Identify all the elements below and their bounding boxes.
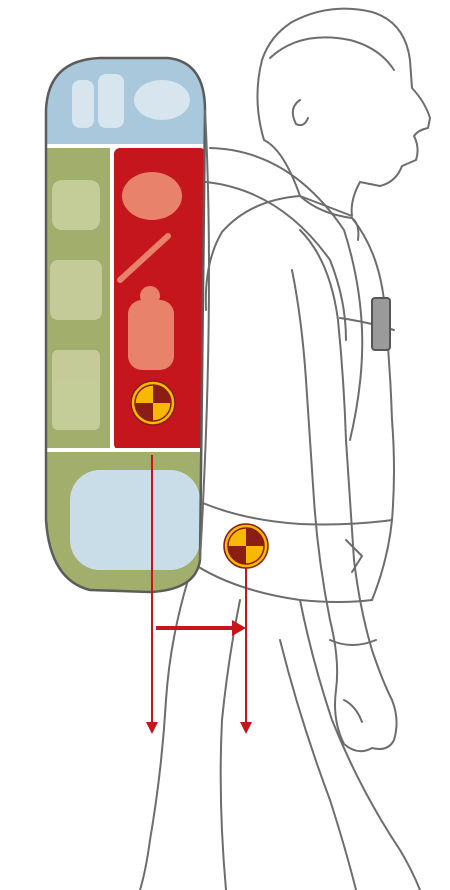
- hiker-waist-strap: [196, 500, 392, 525]
- hiker-jacket-hem: [188, 560, 372, 602]
- hiker-ear: [293, 100, 308, 125]
- front-item-3: [52, 350, 100, 430]
- sleeping-bag: [70, 470, 200, 570]
- cook-pot: [122, 172, 182, 220]
- backpack: [40, 50, 210, 602]
- body-gravity-arrowhead: [240, 722, 252, 734]
- front-items: [50, 180, 102, 430]
- top-item-1: [72, 80, 94, 128]
- top-item-3: [134, 80, 190, 120]
- hiker-inner-leg: [221, 600, 240, 890]
- top-item-2: [98, 74, 124, 128]
- front-item-2: [50, 260, 102, 320]
- hiker-thumb: [344, 700, 362, 722]
- pack-center-of-gravity-icon: [131, 381, 175, 425]
- front-item-1: [52, 180, 100, 230]
- stove-knob: [140, 286, 160, 306]
- body-center-of-gravity-icon: [224, 524, 268, 568]
- shoulder-strap: [210, 148, 362, 440]
- hiker-chest: [352, 218, 394, 600]
- strap-buckle: [372, 298, 390, 350]
- hiker-hair: [270, 37, 394, 70]
- arrowheads: [146, 620, 252, 734]
- pack-gravity-arrowhead: [146, 722, 158, 734]
- shift-arrowhead: [232, 620, 246, 636]
- stove: [128, 300, 174, 370]
